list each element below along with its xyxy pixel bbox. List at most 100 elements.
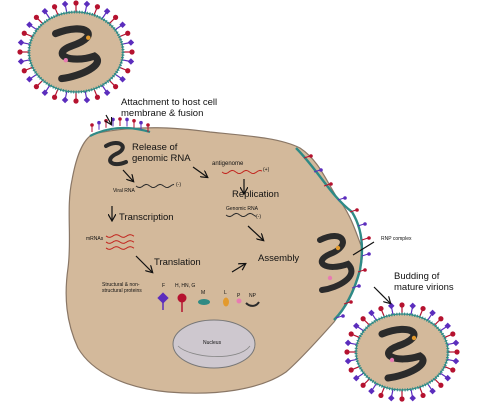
genomic-rna-strand — [225, 212, 257, 218]
spike-head-f — [444, 322, 451, 330]
spike-head-f — [344, 339, 352, 347]
label-protein-h-hn-g: H, HN, G — [175, 283, 196, 289]
bud-spike — [337, 197, 345, 201]
arrow-proteins-to-assembly — [231, 264, 245, 273]
spike-head-f — [353, 374, 360, 382]
spike-head-h — [17, 49, 23, 55]
spike-head-f — [26, 75, 33, 83]
bud-spike — [357, 223, 365, 227]
rnp-complex-coil — [317, 233, 355, 293]
spike-head-h — [420, 392, 426, 399]
spike-head-h — [344, 349, 350, 355]
label-transcription: Transcription — [119, 212, 174, 223]
spike-head-f — [83, 0, 91, 8]
bud-spike-head — [367, 236, 371, 240]
spike-head-f — [353, 322, 360, 330]
label-viral-rna-sign: (-) — [176, 182, 181, 188]
surface-spike-head — [146, 123, 150, 127]
bud-spike — [303, 155, 311, 159]
label-antigenome-sign: (+) — [263, 167, 270, 173]
bud-spike — [361, 253, 369, 257]
l-protein-dot — [86, 35, 91, 40]
spike-head-f — [429, 309, 436, 317]
antigenome-strand — [221, 169, 263, 175]
protein-f — [157, 292, 169, 304]
spike-head-f — [452, 339, 460, 347]
spike-head-h — [129, 49, 135, 55]
label-protein-l: L — [224, 290, 227, 296]
label-genomic-rna-sign: (-) — [256, 214, 261, 220]
arrow-budding — [373, 286, 390, 303]
spike-head-f — [409, 394, 416, 402]
spike-head-f — [119, 75, 126, 83]
bud-spike — [343, 301, 351, 305]
spike-head-f — [41, 8, 49, 15]
bud-spike-head — [329, 182, 333, 186]
label-assembly: Assembly — [258, 253, 300, 264]
bud-spike-head — [355, 208, 359, 212]
bud-spike-head — [341, 314, 345, 318]
bud-spike-head — [309, 154, 313, 158]
spike-head-h — [399, 302, 405, 308]
spike-head-h — [73, 0, 79, 6]
spike-head-h — [438, 382, 444, 388]
protein-p — [236, 298, 242, 304]
spike-head-h — [112, 14, 119, 20]
arrow-to-assembly — [247, 225, 263, 240]
arrow-translation — [135, 255, 152, 272]
arrow-rnp-pointer — [352, 241, 375, 256]
spike-head-h — [94, 4, 101, 10]
surface-spike-head — [139, 120, 143, 125]
label-protein-p: P — [237, 293, 241, 299]
spike-head-f — [452, 357, 460, 365]
label-protein-f: F — [162, 283, 166, 289]
surface-spike-head — [104, 118, 108, 123]
spike-head-h — [51, 94, 58, 100]
bud-spike — [357, 269, 365, 273]
label-viral-rna: Viral RNA — [113, 188, 135, 194]
label-nucleus: Nucleus — [203, 340, 222, 346]
label-antigenome: antigenome — [212, 161, 244, 167]
bud-spike-head — [349, 300, 353, 304]
spike-head-h — [438, 316, 444, 322]
virion-bottom-right — [344, 302, 460, 402]
host-cell — [65, 127, 363, 394]
spike-head-h — [420, 305, 426, 312]
spike-head-f — [41, 89, 49, 96]
nucleus — [172, 319, 256, 369]
viral-rna-strand — [135, 183, 175, 189]
spike-head-f — [344, 357, 352, 365]
spike-head-f — [83, 96, 91, 104]
spike-head-f — [119, 21, 126, 29]
bud-spike-head — [363, 222, 367, 226]
spike-head-h — [112, 84, 119, 90]
spike-head-f — [103, 89, 111, 96]
bud-spike — [351, 285, 359, 289]
virion-top-left — [17, 0, 135, 104]
spike-head-f — [61, 96, 69, 104]
spike-head-h — [73, 98, 79, 104]
surface-spike-head — [125, 117, 129, 122]
bud-spike — [335, 315, 343, 319]
bud-spike-head — [363, 268, 367, 272]
fusion-membrane — [89, 126, 151, 137]
bud-spike-head — [343, 196, 347, 200]
label-budding: Budding of mature virions — [394, 271, 454, 293]
spike-head-f — [17, 58, 25, 65]
spike-head-h — [348, 331, 354, 337]
spike-head-f — [103, 8, 111, 15]
label-protein-m: M — [201, 290, 206, 296]
spike-head-h — [360, 382, 366, 388]
p-protein-dot — [63, 57, 68, 63]
spike-head-f — [368, 309, 375, 317]
label-genomic-rna: Genomic RNA — [226, 206, 258, 212]
nucleus-membrane-line — [177, 345, 251, 357]
spike-head-h — [33, 14, 40, 20]
label-release: Release of genomic RNA — [132, 142, 191, 164]
p-protein-dot — [389, 357, 395, 363]
spike-head-h — [450, 367, 456, 373]
surface-spike-head — [90, 123, 94, 127]
spike-head-f — [429, 387, 436, 395]
arrow-release-to-viral-rna — [122, 169, 133, 181]
surface-spike-head — [118, 117, 122, 121]
